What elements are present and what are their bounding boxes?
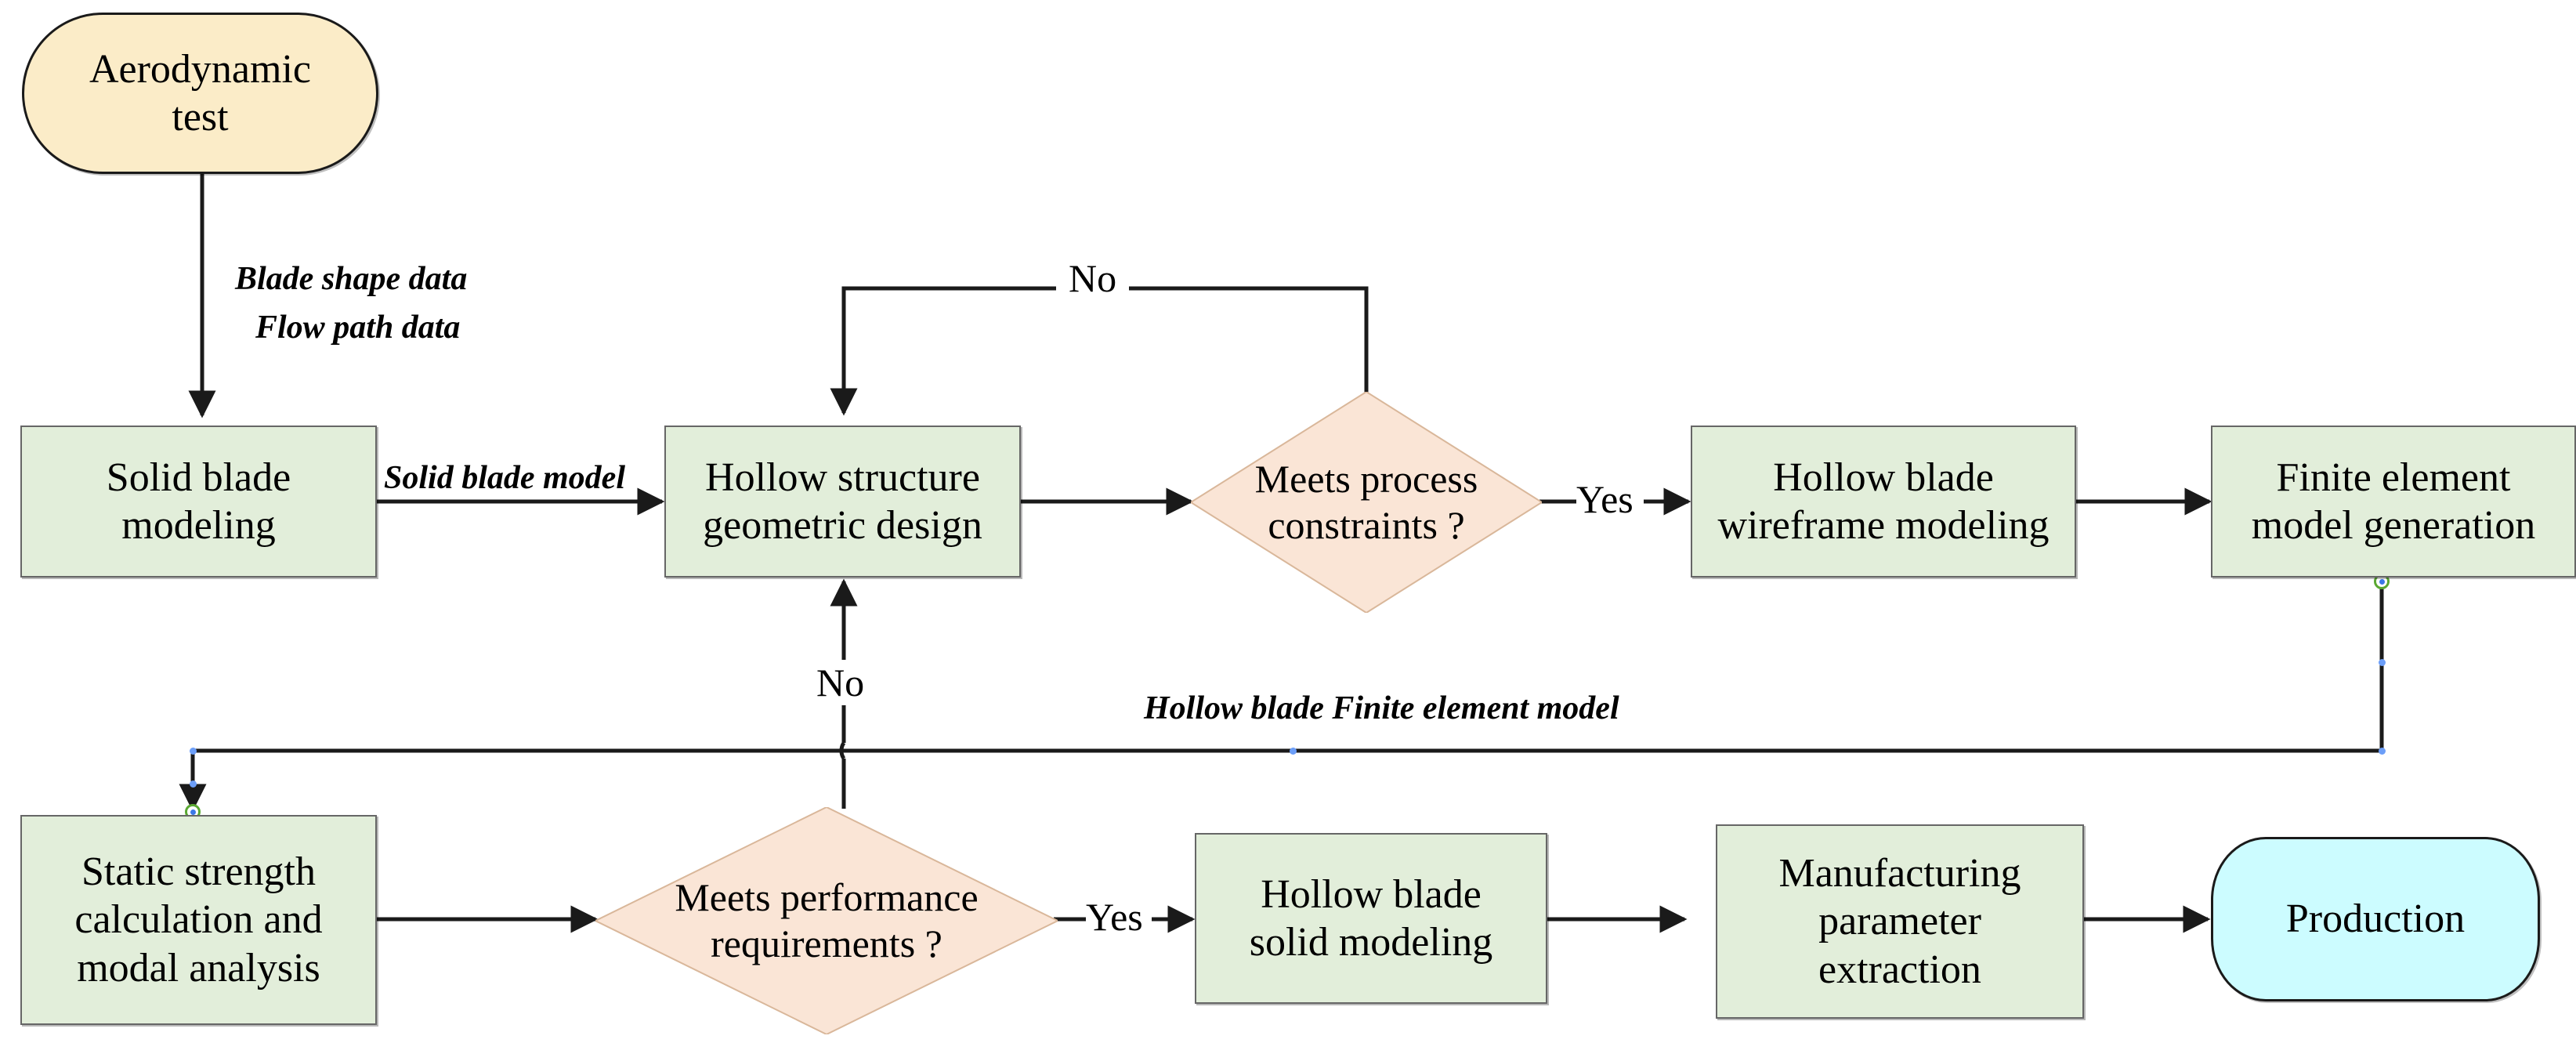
edge-label-no-process-constraints: No [1056,255,1130,301]
edge-label-yes-process-constraints: Yes [1576,476,1634,522]
edge-label-hollow-blade-fe-model: Hollow blade Finite element model [1144,690,1619,727]
edge-waypoint-handle-5[interactable] [189,780,197,788]
edge-decision2-no-hop [839,741,846,760]
edge-label-yes-performance: Yes [1086,894,1143,940]
decision-diamond-shape-2 [595,807,1058,1034]
edge-label-flow-path-data: Flow path data [255,310,461,346]
edge-label-no-performance: No [809,660,873,705]
edge-waypoint-handle-2[interactable] [2378,747,2386,755]
node-production-label: Production [2285,896,2466,942]
edge-waypoint-handle-4[interactable] [189,747,197,755]
edge-waypoint-handle-3[interactable] [1289,747,1297,755]
decision-diamond-shape [1191,392,1542,613]
edge-label-solid-blade-model: Solid blade model [384,460,625,496]
edge-waypoint-handle-1[interactable] [2378,658,2386,666]
edge-label-blade-shape-data: Blade shape data [235,261,468,297]
node-production[interactable]: Production [2211,837,2540,1001]
